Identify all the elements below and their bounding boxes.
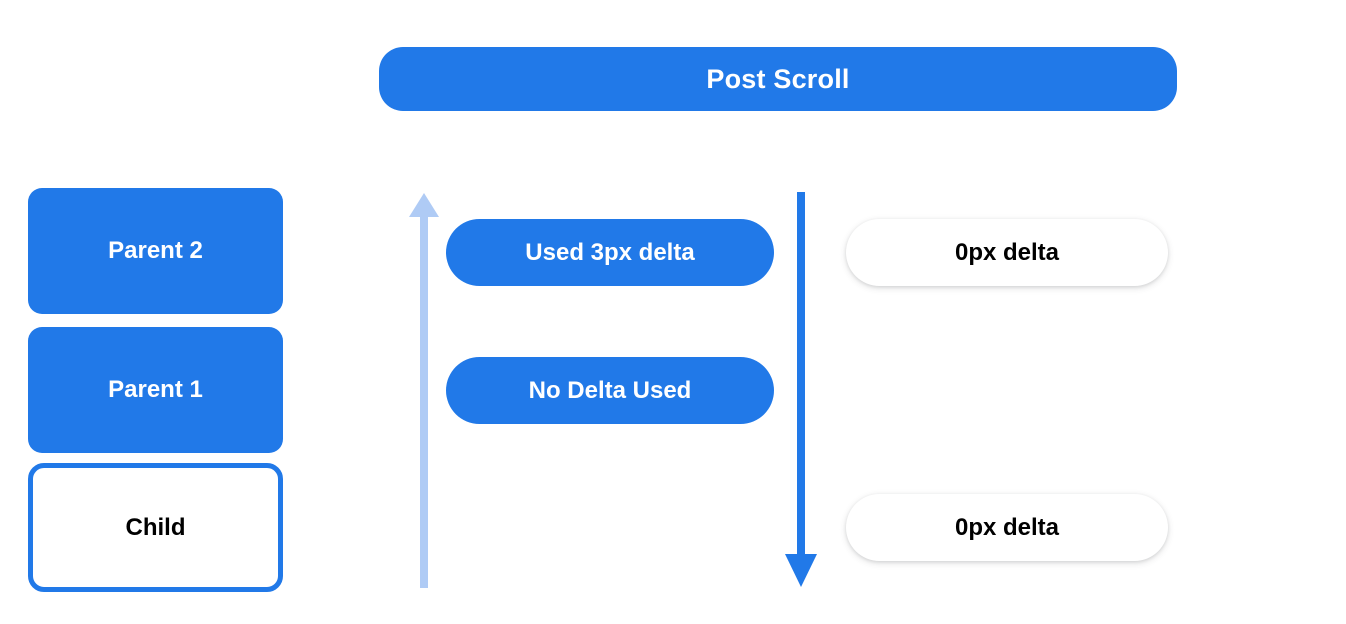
pill-label: No Delta Used — [528, 376, 692, 404]
node-box-parent-2[interactable]: Parent 2 — [28, 188, 283, 314]
node-box-parent-1[interactable]: Parent 1 — [28, 327, 283, 453]
pill-label: 0px delta — [954, 238, 1060, 266]
node-label: Child — [125, 513, 186, 541]
scroll-down-arrow-icon — [785, 192, 817, 587]
node-box-child[interactable]: Child — [28, 463, 283, 592]
pill-used-3px-delta[interactable]: Used 3px delta — [446, 219, 774, 286]
header-title: Post Scroll — [706, 63, 850, 94]
scroll-up-arrow-icon — [409, 193, 439, 588]
pill-label: 0px delta — [954, 513, 1060, 541]
node-label: Parent 1 — [108, 376, 203, 403]
node-label: Parent 2 — [108, 237, 203, 264]
pill-no-delta-used[interactable]: No Delta Used — [446, 357, 774, 424]
pill-0px-delta-top[interactable]: 0px delta — [846, 219, 1168, 286]
pill-label: Used 3px delta — [525, 238, 695, 266]
pill-0px-delta-bottom[interactable]: 0px delta — [846, 494, 1168, 561]
post-scroll-header: Post Scroll — [379, 47, 1177, 111]
